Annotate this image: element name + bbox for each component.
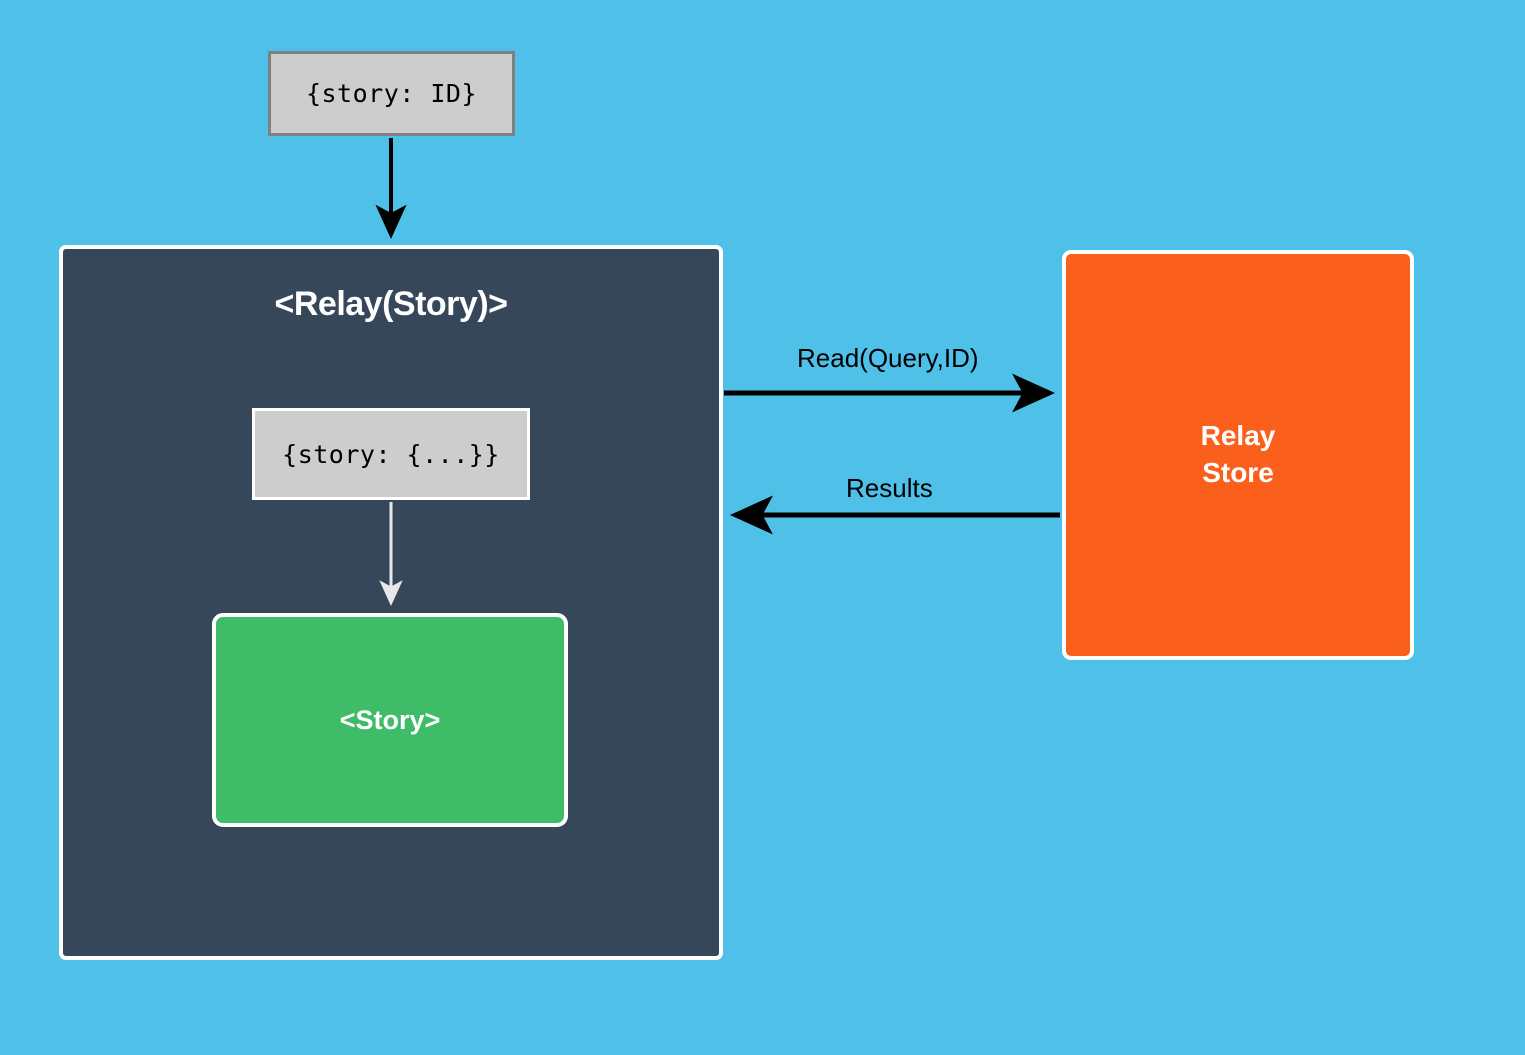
node-relay-store-label-line2: Store xyxy=(1202,457,1274,488)
node-relay-store: Relay Store xyxy=(1062,250,1414,660)
edge-label-read-query-id: Read(Query,ID) xyxy=(797,343,979,373)
node-props-out-label: {story: {...}} xyxy=(282,439,500,469)
node-relay-container-label: <Relay(Story)> xyxy=(274,285,509,323)
node-story-component-label: <Story> xyxy=(339,704,441,735)
node-props-in-label: {story: ID} xyxy=(305,79,478,108)
edge-label-results: Results xyxy=(846,473,933,503)
node-relay-store-label-line1: Relay xyxy=(1200,420,1276,452)
node-props-in: {story: ID} xyxy=(268,51,515,136)
node-props-out: {story: {...}} xyxy=(252,408,530,500)
node-story-component: <Story> xyxy=(212,613,568,827)
node-relay-container: <Relay(Story)> xyxy=(59,245,723,960)
